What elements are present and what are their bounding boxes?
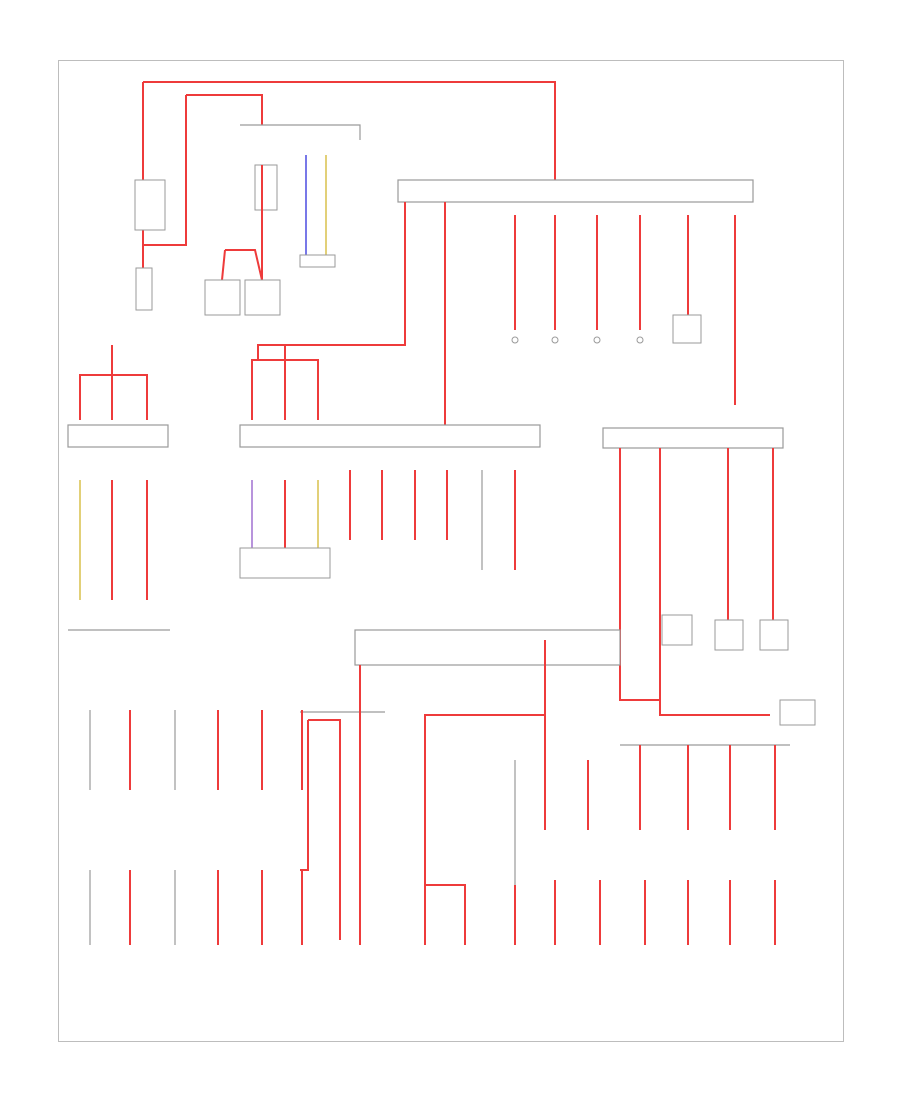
upper-fuse-bus [257,179,754,425]
fuse-box-main [134,179,166,231]
lower-left-ground-columns [89,710,303,945]
left-fuse-group [67,345,170,631]
power-distribution-module [204,124,361,316]
battery [135,267,153,311]
lower-fuse-bus [300,629,790,945]
battery-feed-wires [142,81,556,268]
diagram-frame [58,60,844,1042]
lower-right-columns [514,745,776,945]
middle-fuse-group [239,345,541,579]
upper-right-loads [511,336,644,344]
right-fuse-group [602,427,816,726]
